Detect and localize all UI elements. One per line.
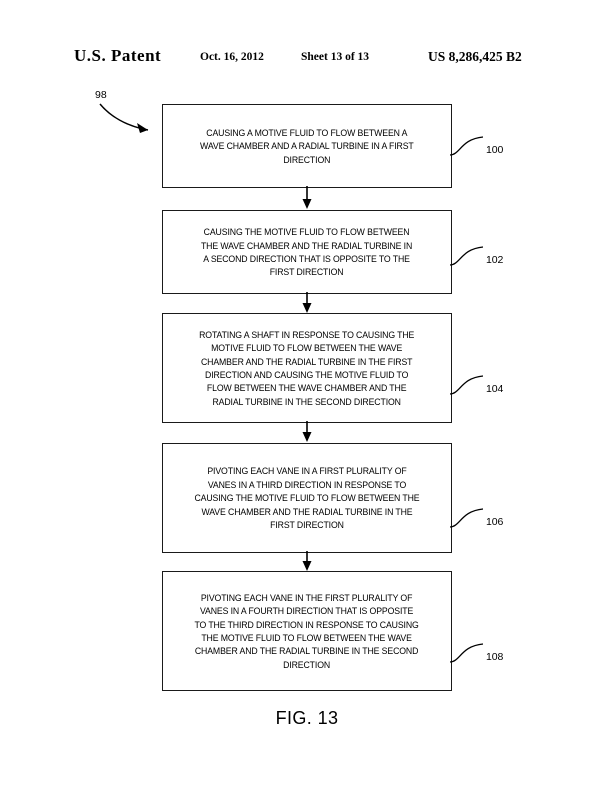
sheet-indicator: Sheet 13 of 13 bbox=[301, 51, 370, 63]
flow-step-box-102: CAUSING THE MOTIVE FLUID TO FLOW BETWEEN… bbox=[162, 210, 452, 294]
leader-line-108 bbox=[450, 643, 484, 663]
diagram-reference-arrow-icon bbox=[99, 103, 149, 133]
flow-step-text-104: ROTATING A SHAFT IN RESPONSE TO CAUSING … bbox=[199, 328, 415, 407]
flow-step-text-106: PIVOTING EACH VANE IN A FIRST PLURALITY … bbox=[194, 465, 420, 531]
leader-line-102 bbox=[450, 246, 484, 266]
connector-arrow-100-to-102 bbox=[302, 186, 312, 209]
patent-date: Oct. 16, 2012 bbox=[200, 51, 264, 63]
figure-caption: FIG. 13 bbox=[275, 708, 339, 728]
flow-step-text-102: CAUSING THE MOTIVE FLUID TO FLOW BETWEEN… bbox=[201, 226, 413, 278]
reference-number-102: 102 bbox=[486, 254, 504, 266]
connector-arrow-104-to-106 bbox=[302, 421, 312, 442]
leader-line-104 bbox=[450, 375, 484, 395]
flow-step-box-100: CAUSING A MOTIVE FLUID TO FLOW BETWEEN A… bbox=[162, 104, 452, 188]
diagram-reference-label: 98 bbox=[95, 89, 107, 101]
flow-step-box-104: ROTATING A SHAFT IN RESPONSE TO CAUSING … bbox=[162, 313, 452, 423]
leader-line-106 bbox=[450, 508, 484, 528]
flow-step-text-100: CAUSING A MOTIVE FLUID TO FLOW BETWEEN A… bbox=[200, 126, 414, 165]
patent-office-title: U.S. Patent bbox=[74, 46, 162, 65]
patent-number: US 8,286,425 B2 bbox=[428, 49, 522, 64]
flow-step-box-106: PIVOTING EACH VANE IN A FIRST PLURALITY … bbox=[162, 443, 452, 553]
reference-number-100: 100 bbox=[486, 144, 504, 156]
flow-step-box-108: PIVOTING EACH VANE IN THE FIRST PLURALIT… bbox=[162, 571, 452, 691]
leader-line-100 bbox=[450, 136, 484, 156]
reference-number-104: 104 bbox=[486, 383, 504, 395]
reference-number-108: 108 bbox=[486, 651, 504, 663]
reference-number-106: 106 bbox=[486, 516, 504, 528]
patent-header: U.S. Patent Oct. 16, 2012 Sheet 13 of 13… bbox=[0, 46, 614, 72]
flow-step-text-108: PIVOTING EACH VANE IN THE FIRST PLURALIT… bbox=[194, 591, 420, 670]
